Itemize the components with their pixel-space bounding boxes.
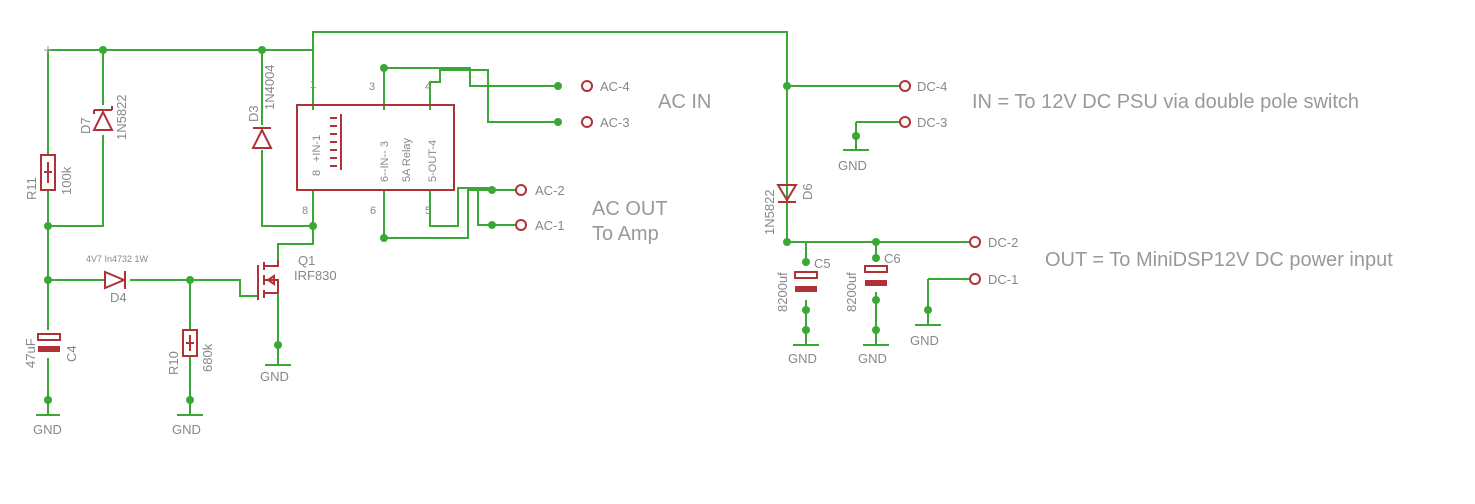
zener-d4: 4V7 In4732 1W D4 — [86, 254, 149, 305]
connector-label: DC-2 — [988, 235, 1018, 250]
gnd-label: GND — [838, 158, 867, 173]
to-amp-label: To Amp — [592, 223, 659, 245]
gnd-label: GND — [788, 351, 817, 366]
d3-name: D3 — [246, 105, 261, 122]
connector-label: AC-1 — [535, 218, 565, 233]
relay-out-label: 5-OUT-4 — [427, 140, 439, 182]
connector-dc-1: DC-1 — [969, 272, 1018, 287]
relay-coil-pin: 8 — [311, 170, 323, 176]
wires — [47, 31, 970, 415]
gnd-label: GND — [260, 369, 289, 384]
ac-out-label: AC OUT — [592, 198, 668, 220]
relay-coil-label: +IN-1 — [311, 135, 323, 162]
relay-pin-4: 4 — [425, 81, 431, 93]
c4-name: C4 — [64, 345, 79, 362]
diode-d3: D3 1N4004 — [246, 64, 277, 149]
capacitor-c5: 8200uf C5 — [775, 256, 831, 312]
relay-pin-6: 6 — [370, 205, 376, 217]
relay-name: 5A Relay — [401, 137, 413, 182]
c5-name: C5 — [814, 256, 831, 271]
connector-dc-3: DC-3 — [899, 115, 947, 130]
connector-label: DC-3 — [917, 115, 947, 130]
relay-pin-8a: 8 — [302, 205, 308, 217]
q1-value: IRF830 — [294, 268, 337, 283]
connector-dc-4: DC-4 — [899, 79, 947, 94]
diode-d7: D7 1N5822 — [78, 94, 129, 140]
relay-5a: +IN-1 8 6--IN-- 3 5A Relay 5-OUT-4 1 3 4… — [296, 79, 455, 217]
ac-in-label: AC IN — [658, 91, 711, 113]
junctions — [44, 46, 932, 404]
d6-name: D6 — [800, 183, 815, 200]
capacitor-c4: 47uF C4 — [23, 333, 79, 368]
r11-value: 100k — [59, 166, 74, 195]
ground-c4: GND — [33, 414, 62, 437]
d7-value: 1N5822 — [114, 94, 129, 140]
connector-label: DC-1 — [988, 272, 1018, 287]
c5-value: 8200uf — [775, 272, 790, 312]
capacitor-c6: 8200uf C6 — [844, 251, 901, 312]
connector-label: AC-2 — [535, 183, 565, 198]
c4-value: 47uF — [23, 338, 38, 368]
c6-name: C6 — [884, 251, 901, 266]
ground-c5: GND — [788, 344, 819, 366]
in-note-label: IN = To 12V DC PSU via double pole switc… — [972, 91, 1359, 113]
relay-switch-label: 6--IN-- 3 — [379, 141, 391, 182]
gnd-label: GND — [33, 422, 62, 437]
relay-pin-3: 3 — [369, 81, 375, 93]
r10-name: R10 — [166, 351, 181, 375]
ground-dc1: GND — [910, 324, 941, 348]
r11-name: R11 — [24, 177, 39, 200]
connector-label: DC-4 — [917, 79, 947, 94]
ground-dc3: GND — [838, 149, 869, 173]
gnd-label: GND — [910, 333, 939, 348]
diode-d6: 1N5822 D6 — [762, 183, 815, 235]
gnd-label: GND — [172, 422, 201, 437]
out-note-label: OUT = To MiniDSP12V DC power input — [1045, 249, 1393, 271]
resistor-r10: R10 680k — [166, 329, 215, 375]
ground-r10: GND — [172, 414, 203, 437]
ground-c6: GND — [858, 344, 889, 366]
connector-ac-1: AC-1 — [515, 218, 565, 233]
connector-ac-2: AC-2 — [515, 183, 565, 198]
connector-ac-4: AC-4 — [581, 79, 630, 94]
d7-name: D7 — [78, 117, 93, 134]
connector-label: AC-4 — [600, 79, 630, 94]
relay-pin-5: 5 — [425, 205, 431, 217]
ground-q1: GND — [260, 364, 291, 384]
mosfet-q1: Q1 IRF830 — [257, 253, 337, 300]
r10-value: 680k — [200, 343, 215, 372]
connector-label: AC-3 — [600, 115, 630, 130]
d4-value: 4V7 In4732 1W — [86, 254, 149, 264]
gnd-label: GND — [858, 351, 887, 366]
relay-pin-1: 1 — [310, 79, 316, 91]
d3-value: 1N4004 — [262, 64, 277, 110]
d4-name: D4 — [110, 290, 127, 305]
q1-name: Q1 — [298, 253, 315, 268]
connector-ac-3: AC-3 — [581, 115, 630, 130]
connector-dc-2: DC-2 — [969, 235, 1018, 250]
resistor-r11: R11 100k — [24, 154, 74, 200]
annotations: AC IN AC OUT To Amp IN = To 12V DC PSU v… — [44, 46, 1393, 271]
d6-value: 1N5822 — [762, 189, 777, 235]
c6-value: 8200uf — [844, 272, 859, 312]
